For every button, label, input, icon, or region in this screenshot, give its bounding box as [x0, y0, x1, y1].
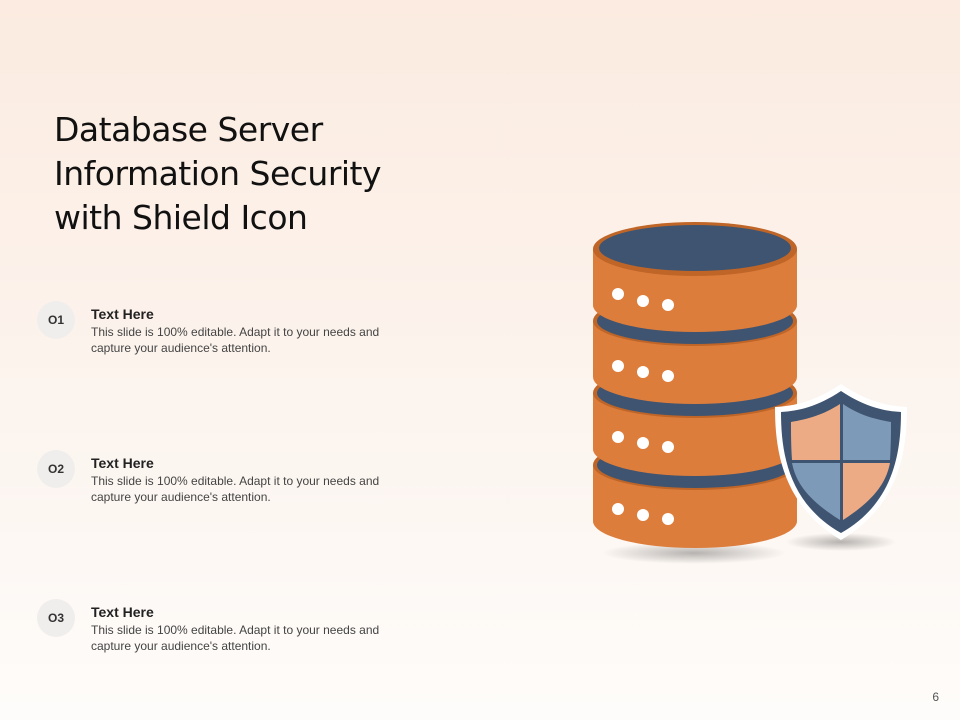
- number-badge: O1: [37, 301, 75, 339]
- database-shield-illustration: [593, 222, 907, 564]
- title-line-2: Information Security: [54, 154, 382, 193]
- page-number: 6: [932, 690, 939, 704]
- item-title: Text Here: [91, 455, 154, 471]
- slide-title: Database Server Information Security wit…: [54, 108, 434, 240]
- shield-icon: [775, 384, 907, 540]
- number-badge: O2: [37, 450, 75, 488]
- shield-shadow: [786, 533, 896, 551]
- item-text: This slide is 100% editable. Adapt it to…: [91, 623, 380, 653]
- number-badge: O3: [37, 599, 75, 637]
- title-line-3: with Shield Icon: [54, 198, 308, 237]
- database-disk-1: [593, 222, 797, 332]
- item-title: Text Here: [91, 306, 154, 322]
- list-item: O2 Text Here This slide is 100% editable…: [37, 450, 417, 510]
- item-title: Text Here: [91, 604, 154, 620]
- database-shadow: [602, 542, 786, 564]
- list-item: O1 Text Here This slide is 100% editable…: [37, 301, 417, 361]
- title-line-1: Database Server: [54, 110, 323, 149]
- list-item: O3 Text Here This slide is 100% editable…: [37, 599, 417, 659]
- item-text: This slide is 100% editable. Adapt it to…: [91, 474, 380, 504]
- database-icon: [593, 222, 797, 548]
- item-text: This slide is 100% editable. Adapt it to…: [91, 325, 380, 355]
